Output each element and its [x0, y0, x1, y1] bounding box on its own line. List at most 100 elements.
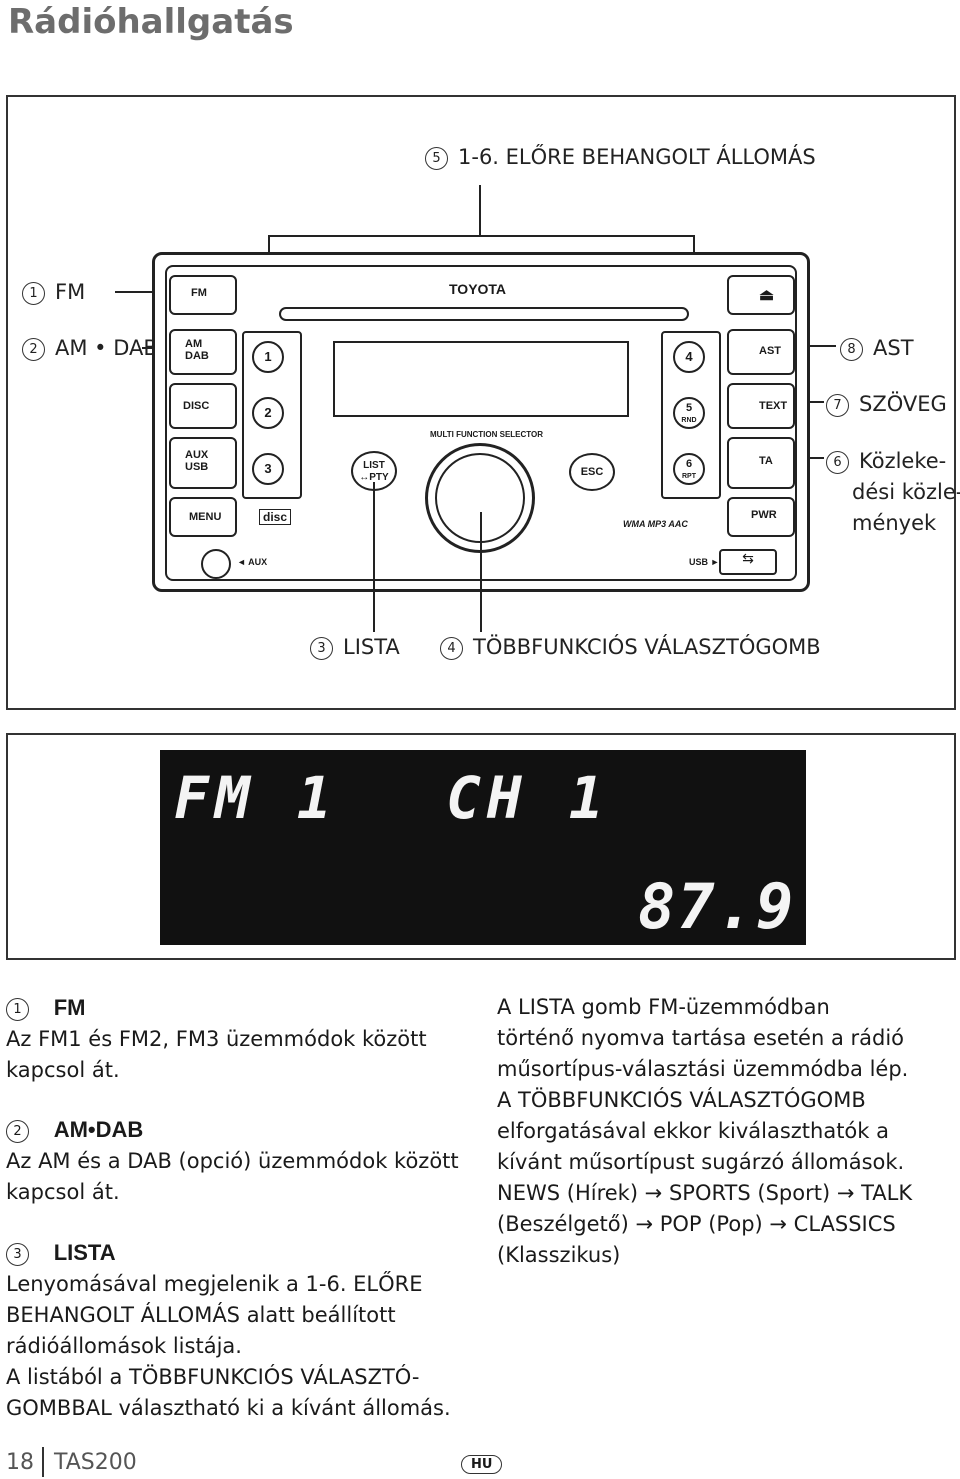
leader-line [268, 235, 694, 237]
language-badge: HU [461, 1455, 503, 1474]
lcd-display: FM 1 CH 1 87.9 [160, 750, 806, 945]
callout-number: 4 [440, 637, 463, 660]
aux-label: AUX [185, 449, 209, 461]
callout-label: Közleke- [859, 449, 947, 473]
cd-slot [279, 307, 689, 321]
section-number: 3 [6, 1243, 29, 1266]
callout-number: 1 [22, 282, 45, 305]
section-text: Az FM1 és FM2, FM3 üzemmódok között [6, 1027, 427, 1051]
section-text: kapcsol át. [6, 1058, 120, 1082]
disc-logo: disc [259, 509, 292, 525]
pwr-button[interactable]: PWR [727, 497, 795, 537]
callout-5: 5 1-6. ELŐRE BEHANGOLT ÁLLOMÁS [425, 145, 816, 170]
channel-readout: CH 1 [446, 764, 610, 832]
preset-5-label: 5 [685, 402, 693, 414]
section-text: Lenyomásával megjelenik a 1-6. ELŐRE [6, 1272, 423, 1296]
callout-label: dési közle- [852, 480, 960, 504]
brand-logo: TOYOTA [449, 281, 507, 297]
callout-7: 7 SZÖVEG [826, 392, 947, 417]
esc-button[interactable]: ESC [569, 453, 615, 491]
ta-button[interactable]: TA [727, 437, 795, 489]
eject-button[interactable]: ⏏ [727, 275, 795, 315]
preset-1-button[interactable]: 1 [252, 341, 284, 373]
section-text: elforgatásával ekkor kiválaszthatók a [497, 1119, 889, 1143]
section-text: NEWS (Hírek) → SPORTS (Sport) → TALK [497, 1181, 913, 1205]
callout-2: 2 AM • DAB [22, 336, 158, 361]
section-text: A TÖBBFUNKCIÓS VÁLASZTÓGOMB [497, 1088, 866, 1112]
callout-label: SZÖVEG [859, 392, 947, 416]
section-pty: A LISTA gomb FM-üzemmódban történő nyomv… [497, 992, 957, 1271]
callout-label: AM • DAB [55, 336, 158, 360]
section-text: történő nyomva tartása esetén a rádió [497, 1026, 905, 1050]
section-lista: 3 LISTA Lenyomásával megjelenik a 1-6. E… [6, 1237, 476, 1424]
section-text: kapcsol át. [6, 1180, 120, 1204]
section-heading: LISTA [53, 1240, 116, 1265]
aux-jack[interactable] [201, 549, 231, 579]
callout-label: AST [873, 336, 914, 360]
usb-label: USB [185, 461, 209, 473]
callout-number: 2 [22, 338, 45, 361]
section-text: (Beszélgető) → POP (Pop) → CLASSICS [497, 1212, 896, 1236]
callout-number: 8 [840, 338, 863, 361]
fm-button[interactable]: FM [169, 275, 237, 315]
ast-button[interactable]: AST [727, 329, 795, 375]
disc-button[interactable]: DISC [169, 383, 237, 429]
selector-label: MULTI FUNCTION SELECTOR [430, 430, 544, 439]
section-heading: AM•DAB [53, 1117, 144, 1142]
menu-button[interactable]: MENU [169, 497, 237, 537]
dab-label: DAB [185, 350, 209, 362]
leader-line [479, 185, 481, 237]
diagram-frame [6, 95, 956, 710]
section-number: 1 [6, 998, 29, 1021]
section-text: Az AM és a DAB (opció) üzemmódok között [6, 1149, 459, 1173]
section-text: (Klasszikus) [497, 1243, 621, 1267]
section-number: 2 [6, 1120, 29, 1143]
rpt-label: RPT [682, 473, 696, 480]
usb-port-label: USB ► [689, 557, 720, 567]
preset-4-button[interactable]: 4 [673, 341, 705, 373]
callout-label: mények [852, 511, 937, 535]
page-title: Rádióhallgatás [8, 2, 294, 42]
callout-number: 5 [425, 147, 448, 170]
preset-6-label: 6 [685, 458, 693, 470]
preset-2-button[interactable]: 2 [252, 397, 284, 429]
footer-divider [42, 1447, 44, 1477]
text-button[interactable]: TEXT [727, 383, 795, 429]
leader-line [373, 482, 375, 632]
callout-4: 4 TÖBBFUNKCIÓS VÁLASZTÓGOMB [440, 635, 821, 660]
model-name: TAS200 [54, 1450, 137, 1475]
preset-group-left [242, 331, 302, 499]
am-label: AM [185, 338, 203, 350]
preset-3-button[interactable]: 3 [252, 453, 284, 485]
section-text: műsortípus-választási üzemmódba lép. [497, 1057, 909, 1081]
section-text: rádióállomások listája. [6, 1334, 242, 1358]
leader-line [790, 345, 836, 347]
band-readout: FM 1 [174, 764, 338, 832]
frequency-readout: 87.9 [638, 870, 796, 943]
aux-port-label: ◄ AUX [237, 557, 268, 567]
callout-label: 1-6. ELŐRE BEHANGOLT ÁLLOMÁS [458, 145, 816, 169]
list-label: LIST [363, 460, 385, 471]
section-text: GOMBBAL választható ki a kívánt állomás. [6, 1396, 451, 1420]
section-heading: FM [53, 995, 86, 1020]
display-window [333, 341, 629, 417]
callout-number: 7 [826, 394, 849, 417]
page-number: 18 [6, 1450, 34, 1475]
callout-number: 3 [310, 637, 333, 660]
section-text: kívánt műsortípust sugárzó állomások. [497, 1150, 905, 1174]
format-logos: WMA MP3 AAC [623, 519, 688, 529]
leader-line [115, 291, 175, 293]
callout-label: TÖBBFUNKCIÓS VÁLASZTÓGOMB [473, 635, 821, 659]
section-text: BEHANGOLT ÁLLOMÁS alatt beállított [6, 1303, 396, 1327]
usb-icon[interactable]: ⇆ [719, 549, 777, 575]
callout-6: 6 Közleke- dési közle- mények [826, 446, 960, 539]
callout-number: 6 [826, 451, 849, 474]
section-fm: 1 FM Az FM1 és FM2, FM3 üzemmódok között… [6, 992, 476, 1086]
section-text: A LISTA gomb FM-üzemmódban [497, 995, 830, 1019]
